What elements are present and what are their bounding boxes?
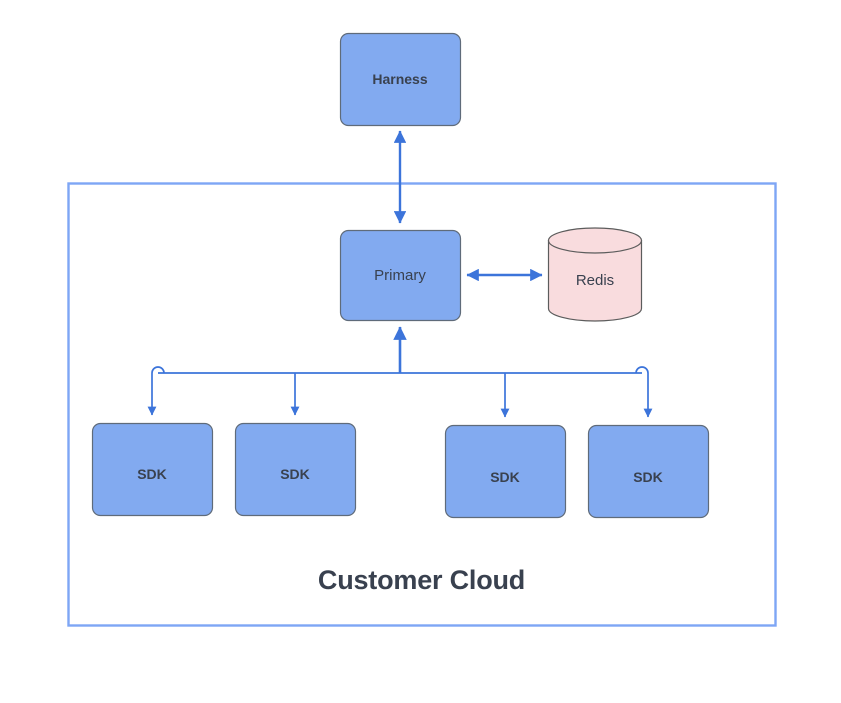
connector-bus-corner-4 bbox=[635, 366, 649, 374]
node-harness[interactable] bbox=[339, 32, 462, 127]
node-primary[interactable] bbox=[339, 229, 462, 322]
node-sdk-3[interactable] bbox=[444, 424, 567, 519]
node-sdk-1[interactable] bbox=[91, 422, 214, 517]
node-sdk-4[interactable] bbox=[587, 424, 710, 519]
node-sdk-2[interactable] bbox=[234, 422, 357, 517]
node-redis[interactable] bbox=[547, 227, 643, 322]
connector-bus-corner-1 bbox=[151, 366, 165, 374]
